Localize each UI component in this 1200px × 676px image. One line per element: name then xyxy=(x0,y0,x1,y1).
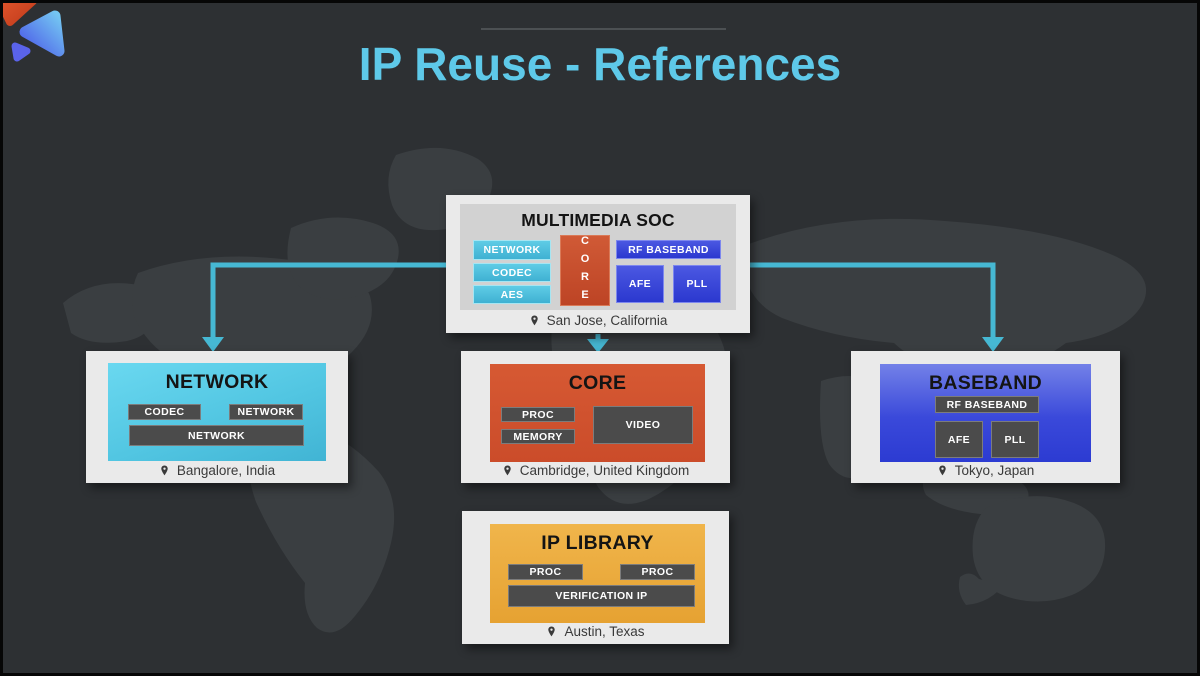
block-codec: CODEC xyxy=(128,404,201,420)
location-label: Tokyo, Japan xyxy=(954,462,1035,478)
network-panel: NETWORK CODEC NETWORK NETWORK xyxy=(108,363,326,461)
arrowhead-network-icon xyxy=(202,337,224,352)
block-rf-baseband: RF BASEBAND xyxy=(616,240,721,259)
location-label: Austin, Texas xyxy=(564,623,645,639)
location-label: San Jose, California xyxy=(546,312,668,328)
map-pin-icon xyxy=(503,464,511,475)
panel-title-core: CORE xyxy=(568,372,627,394)
block-proc-left: PROC xyxy=(508,564,583,580)
location-row: Austin, Texas xyxy=(462,621,729,641)
block-pll: PLL xyxy=(673,265,721,303)
block-proc: PROC xyxy=(501,407,575,422)
location-row: Cambridge, United Kingdom xyxy=(461,460,730,480)
panel-title-multimedia-soc: MULTIMEDIA SOC xyxy=(521,210,675,230)
block-pll: PLL xyxy=(991,421,1039,458)
arrow-to-baseband xyxy=(750,262,996,339)
panel-title-ip-library: IP LIBRARY xyxy=(541,532,654,554)
block-aes: AES xyxy=(473,285,551,304)
map-pin-icon xyxy=(161,464,168,475)
map-pin-icon xyxy=(548,625,556,636)
block-afe: AFE xyxy=(616,265,664,303)
arrow-to-network xyxy=(210,262,446,339)
block-video: VIDEO xyxy=(593,406,693,444)
block-verification-ip: VERIFICATION IP xyxy=(508,585,695,607)
block-core-vertical: CORE xyxy=(560,235,610,307)
top-divider-line xyxy=(481,28,726,30)
map-pin-icon xyxy=(530,314,538,325)
location-label: Bangalore, India xyxy=(176,462,276,478)
ip-library-panel: IP LIBRARY PROC PROC VERIFICATION IP xyxy=(490,524,705,623)
block-proc-right: PROC xyxy=(620,564,695,580)
triangles-logo-icon xyxy=(3,3,65,62)
block-rf-baseband: RF BASEBAND xyxy=(935,396,1039,413)
block-network: NETWORK xyxy=(473,240,551,260)
block-network-wide: NETWORK xyxy=(129,425,304,446)
location-row: Tokyo, Japan xyxy=(851,460,1120,480)
baseband-panel: BASEBAND RF BASEBAND AFE PLL xyxy=(880,364,1091,462)
location-row: San Jose, California xyxy=(446,310,750,330)
block-memory: MEMORY xyxy=(501,429,575,444)
location-label: Cambridge, United Kingdom xyxy=(519,462,690,478)
slide-title: IP Reuse - References xyxy=(358,38,842,90)
card-core: CORE PROC MEMORY VIDEO Cambridge, United… xyxy=(461,351,730,483)
card-ip-library: IP LIBRARY PROC PROC VERIFICATION IP Aus… xyxy=(462,511,729,644)
location-row: Bangalore, India xyxy=(86,460,348,480)
panel-title-baseband: BASEBAND xyxy=(929,372,1042,394)
card-network: NETWORK CODEC NETWORK NETWORK Bangalore,… xyxy=(86,351,348,483)
map-pin-icon xyxy=(939,464,946,475)
card-baseband: BASEBAND RF BASEBAND AFE PLL Tokyo, Japa… xyxy=(851,351,1120,483)
block-afe: AFE xyxy=(935,421,983,458)
card-multimedia-soc: MULTIMEDIA SOC NETWORK CODEC AES CORE RF… xyxy=(446,195,750,333)
core-panel: CORE PROC MEMORY VIDEO xyxy=(490,364,705,462)
arrowhead-baseband-icon xyxy=(982,337,1004,352)
multimedia-soc-panel: MULTIMEDIA SOC NETWORK CODEC AES CORE RF… xyxy=(460,204,736,310)
panel-title-network: NETWORK xyxy=(165,371,269,393)
block-codec: CODEC xyxy=(473,263,551,282)
block-network: NETWORK xyxy=(229,404,303,420)
